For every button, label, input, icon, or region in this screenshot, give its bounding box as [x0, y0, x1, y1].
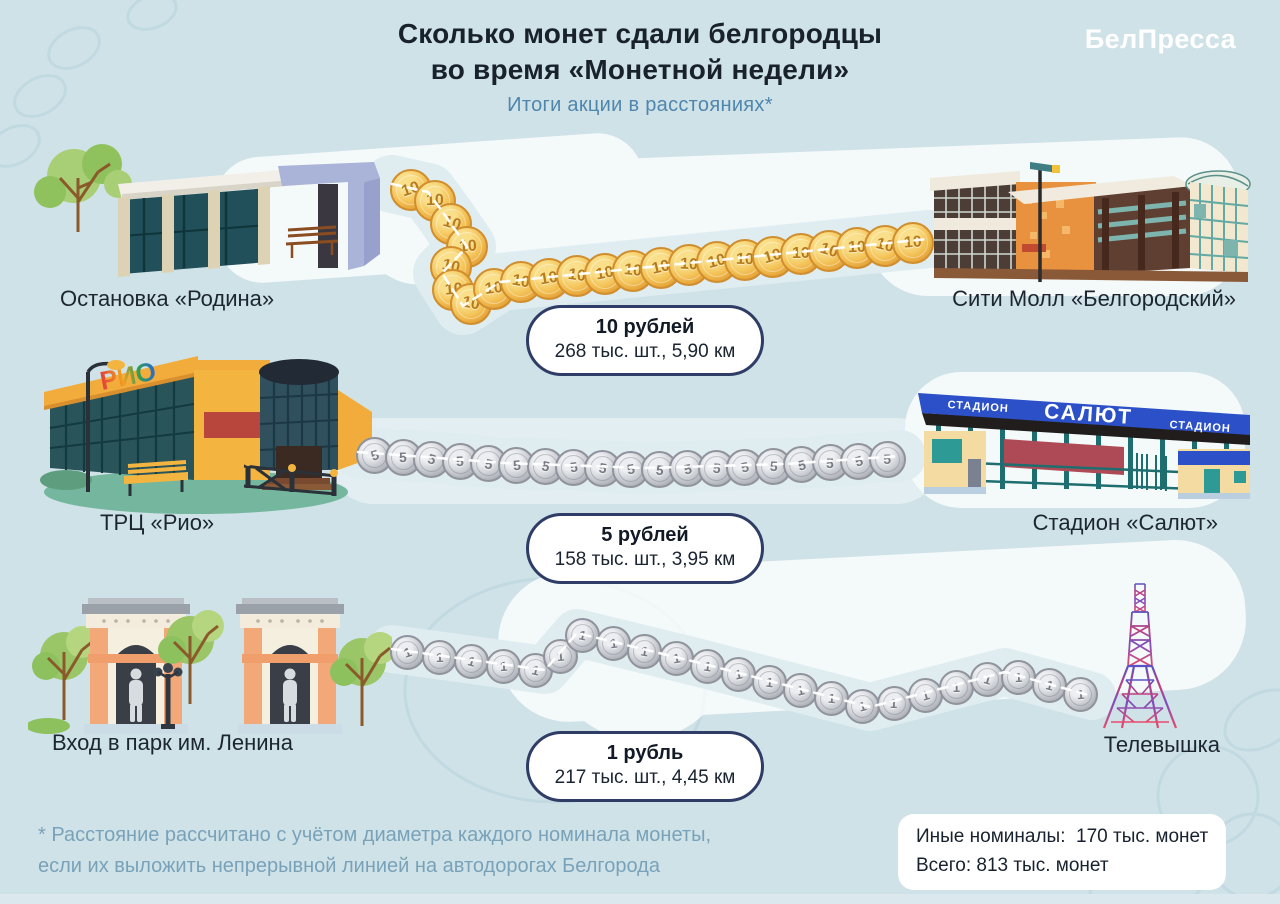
fence	[243, 458, 338, 496]
tree-icon	[30, 624, 100, 722]
footnote-line-1: * Расстояние рассчитано с учётом диаметр…	[38, 824, 712, 846]
label-from-row1: Остановка «Родина»	[60, 286, 275, 311]
denomination: 5 рублей	[601, 524, 689, 546]
label-from-row3: Вход в парк им. Ленина	[52, 730, 293, 755]
right-glass-block	[1185, 170, 1251, 274]
park-arch	[82, 598, 190, 734]
bush	[40, 470, 92, 490]
label-from-row2: ТРЦ «Рио»	[100, 510, 215, 535]
left-grid-block	[930, 171, 1020, 272]
park-entrance-illustration	[28, 598, 392, 734]
totals-other: Иные номиналы: 170 тыс. монет	[916, 826, 1209, 847]
glass-wall	[118, 186, 270, 277]
stat-pill-10-rubles: 10 рублей 268 тыс. шт., 5,90 км	[526, 305, 764, 376]
center-glass-section	[1008, 176, 1192, 274]
city-mall-illustration	[930, 162, 1251, 282]
bottom-strip	[0, 894, 1280, 904]
footnote-line-2: если их выложить непрерывной линией на а…	[38, 855, 660, 877]
gate	[1131, 453, 1167, 491]
header: Сколько монет сдали белгородцы во время …	[0, 16, 1280, 117]
lavender-canopy	[278, 162, 380, 270]
center-yellow-block	[194, 360, 270, 480]
title-line-1: Сколько монет сдали белгородцы	[397, 18, 883, 49]
left-kiosk	[924, 431, 986, 494]
stats: 217 тыс. шт., 4,45 км	[554, 767, 736, 788]
base	[934, 268, 1248, 282]
belpressa-logo: БелПресса	[1084, 24, 1236, 54]
roof-band	[918, 393, 1250, 435]
tree-icon	[328, 630, 392, 728]
stadium-sign-right: СТАДИОН	[1169, 419, 1231, 435]
totals-all: Всего: 813 тыс. монет	[916, 854, 1109, 876]
stadium-salut-illustration: СТАДИОН САЛЮТ СТАДИОН	[918, 393, 1250, 499]
bench-icon	[124, 460, 188, 496]
right-kiosk	[1178, 449, 1250, 499]
stat-pill-5-rubles: 5 рублей 158 тыс. шт., 3,95 км	[526, 513, 764, 584]
stats: 158 тыс. шт., 3,95 км	[554, 549, 736, 570]
lamp-post-icon	[1030, 162, 1060, 282]
title-line-2: во время «Монетной недели»	[430, 54, 850, 86]
totals-box: Иные номиналы: 170 тыс. монет Всего: 813…	[898, 814, 1227, 890]
park-arch	[236, 598, 344, 734]
page-title: Сколько монет сдали белгородцы во время …	[0, 16, 1280, 89]
stats: 268 тыс. шт., 5,90 км	[554, 341, 736, 362]
trc-rio-illustration: РИО	[40, 356, 372, 514]
denomination: 1 рубль	[606, 742, 684, 764]
right-wing	[338, 390, 372, 470]
label-to-row2: Стадион «Салют»	[1032, 510, 1218, 535]
page-subtitle: Итоги акции в расстояниях*	[507, 93, 773, 116]
label-to-row3: Телевышка	[1103, 732, 1220, 757]
stat-pill-1-ruble: 1 рубль 217 тыс. шт., 4,45 км	[526, 731, 764, 802]
denomination: 10 рублей	[595, 316, 695, 338]
tv-tower-illustration	[1102, 550, 1178, 730]
footnote: * Расстояние рассчитано с учётом диаметр…	[38, 820, 818, 882]
bench-icon	[285, 225, 339, 258]
lamp-post-icon	[86, 360, 125, 492]
bus-stop-rodina-illustration	[34, 144, 380, 277]
tower-lattice	[1102, 550, 1178, 730]
bush	[28, 718, 70, 734]
label-to-row1: Сити Молл «Белгородский»	[952, 286, 1236, 311]
glass-tower	[259, 359, 339, 490]
stadium-sign-left: СТАДИОН	[947, 399, 1009, 415]
roof-underside	[922, 413, 1250, 445]
tree-icon	[34, 144, 132, 232]
